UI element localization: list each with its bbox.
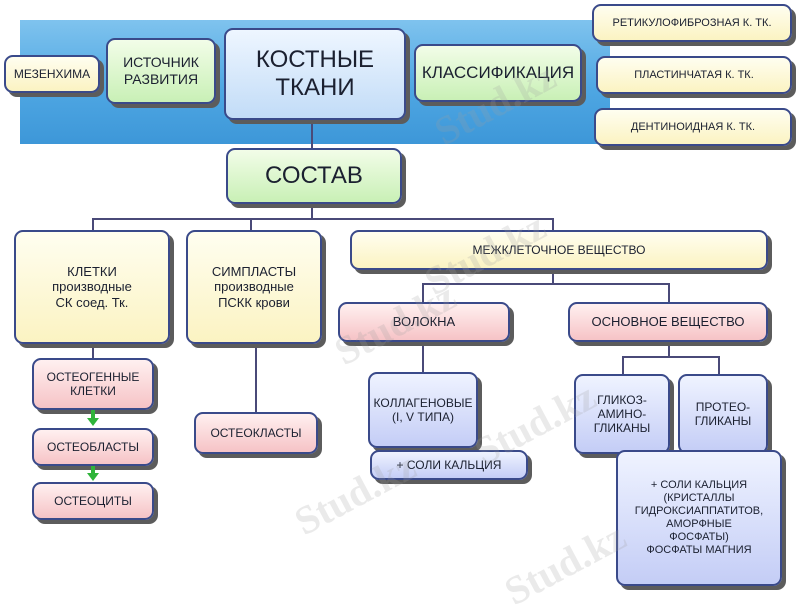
ground-calcium-salts-box: + СОЛИ КАЛЬЦИЯ (КРИСТАЛЛЫ ГИДРОКСИАППАТИ… bbox=[616, 450, 782, 586]
connector-fibers-down bbox=[422, 342, 424, 372]
cells-box: КЛЕТКИ производные СК соед. Тк. bbox=[14, 230, 170, 344]
glycosaminoglycans-box: ГЛИКОЗ- АМИНО- ГЛИКАНЫ bbox=[574, 374, 670, 454]
arrow-stem-2 bbox=[91, 466, 95, 475]
connector-fibers-ground-horizontal bbox=[422, 283, 670, 285]
arrow-down-icon bbox=[87, 473, 99, 481]
connector-main-to-composition bbox=[311, 120, 313, 148]
origin-label-box: ИСТОЧНИК РАЗВИТИЯ bbox=[106, 38, 216, 104]
connector-ground-down bbox=[668, 342, 670, 356]
connector-to-gag bbox=[622, 356, 624, 374]
mesenchyme-box: МЕЗЕНХИМА bbox=[4, 55, 100, 93]
connector-intercellular-down bbox=[552, 270, 554, 284]
symplasts-box: СИМПЛАСТЫ производные ПСКК крови bbox=[186, 230, 322, 344]
watermark: Stud.kz bbox=[497, 513, 634, 614]
connector-to-proteoglycans bbox=[718, 356, 720, 374]
collagen-box: КОЛЛАГЕНОВЫЕ (I, V ТИПА) bbox=[368, 372, 478, 448]
classification-item-dentinoid: ДЕНТИНОИДНАЯ К. ТК. bbox=[594, 108, 792, 146]
connector-cells-down bbox=[92, 346, 94, 358]
connector-ground-split bbox=[622, 356, 720, 358]
connector-to-ground bbox=[668, 283, 670, 302]
arrow-stem-1 bbox=[91, 410, 95, 420]
osteoclasts-box: ОСТЕОКЛАСТЫ bbox=[194, 412, 318, 454]
connector-to-fibers bbox=[422, 283, 424, 302]
fibers-box: ВОЛОКНА bbox=[338, 302, 510, 342]
proteoglycans-box: ПРОТЕО- ГЛИКАНЫ bbox=[678, 374, 768, 454]
main-box-bone-tissues: КОСТНЫЕ ТКАНИ bbox=[224, 28, 406, 120]
connector-to-intercellular bbox=[552, 218, 554, 230]
classification-item-reticulofibrous: РЕТИКУЛОФИБРОЗНАЯ К. ТК. bbox=[592, 4, 792, 42]
connector-symplasts-down bbox=[255, 345, 257, 413]
ground-substance-box: ОСНОВНОЕ ВЕЩЕСТВО bbox=[568, 302, 768, 342]
arrow-down-icon bbox=[87, 418, 99, 426]
classification-item-lamellar: ПЛАСТИНЧАТАЯ К. ТК. bbox=[596, 56, 792, 94]
fiber-calcium-salts-box: + СОЛИ КАЛЬЦИЯ bbox=[370, 450, 528, 480]
intercellular-box: МЕЖКЛЕТОЧНОЕ ВЕЩЕСТВО bbox=[350, 230, 768, 270]
classification-box: КЛАССИФИКАЦИЯ bbox=[414, 44, 582, 102]
connector-bus-horizontal bbox=[92, 218, 552, 220]
connector-composition-bus bbox=[311, 205, 313, 219]
cell-chain-osteocytes: ОСТЕОЦИТЫ bbox=[32, 482, 154, 520]
cell-chain-osteoblasts: ОСТЕОБЛАСТЫ bbox=[32, 428, 154, 466]
cell-chain-osteogenic: ОСТЕОГЕННЫЕ КЛЕТКИ bbox=[32, 358, 154, 410]
connector-to-symplasts bbox=[250, 218, 252, 230]
composition-box: СОСТАВ bbox=[226, 148, 402, 204]
connector-to-cells bbox=[92, 218, 94, 230]
